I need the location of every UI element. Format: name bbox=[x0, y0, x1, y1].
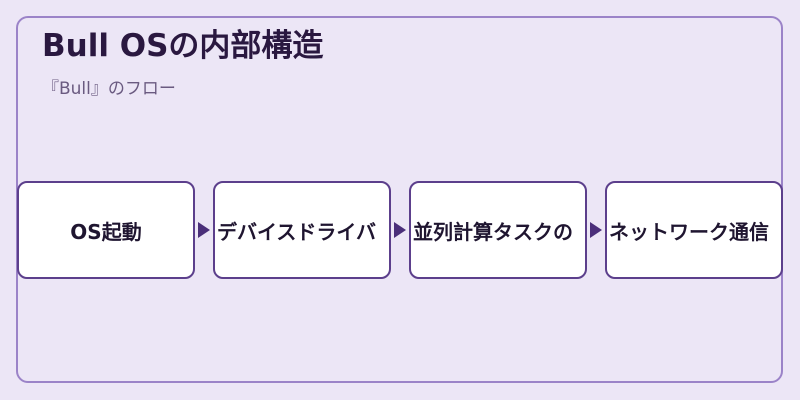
flow-node-label: 並列計算タスクの bbox=[413, 219, 573, 244]
flow-node-network: ネットワーク通信 bbox=[605, 181, 783, 279]
flow-node-os-boot: OS起動 bbox=[17, 181, 195, 279]
flow-node-label: OS起動 bbox=[70, 219, 142, 244]
diagram-title: Bull OSの内部構造 bbox=[42, 28, 324, 64]
flow-node-label: デバイスドライバ bbox=[217, 219, 376, 244]
flow-node-device-driver: デバイスドライバ bbox=[213, 181, 391, 279]
flow-arrow-2 bbox=[394, 222, 406, 238]
flow-node-label: ネットワーク通信 bbox=[609, 219, 769, 244]
flow-arrow-3 bbox=[590, 222, 602, 238]
flow-node-parallel-tasks: 並列計算タスクの bbox=[409, 181, 587, 279]
diagram-subtitle: 『Bull』のフロー bbox=[42, 79, 176, 99]
flow-arrow-1 bbox=[198, 222, 210, 238]
